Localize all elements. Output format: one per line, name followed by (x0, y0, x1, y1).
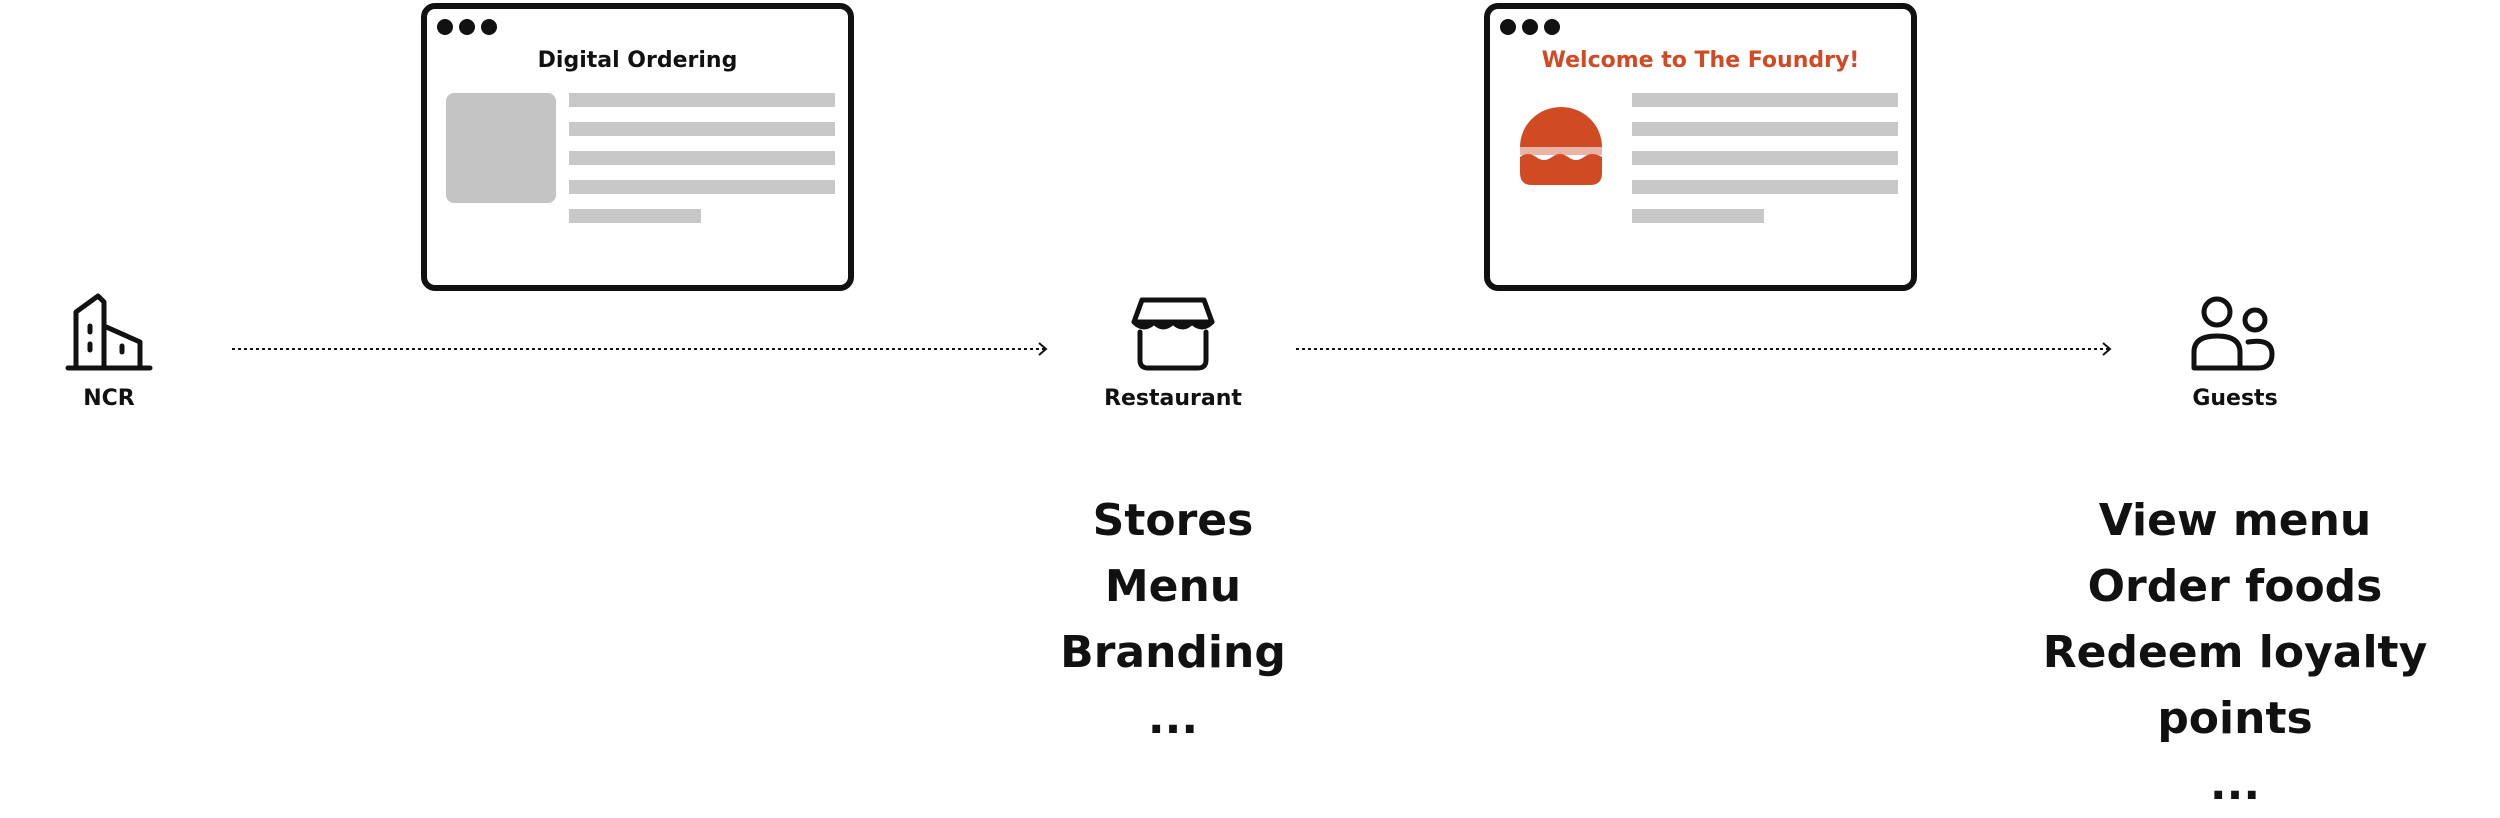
window-dot-icon (459, 19, 475, 35)
office-building-icon (65, 293, 153, 371)
window-title: Welcome to The Foundry! (1541, 48, 1860, 73)
placeholder-text-lines (569, 93, 835, 238)
restaurant-capabilities-list: Stores Menu Branding ... (913, 488, 1433, 752)
placeholder-line (569, 93, 835, 107)
placeholder-line (569, 122, 835, 136)
digital-ordering-window: Digital Ordering (421, 3, 854, 291)
list-item: Redeem loyalty points (2042, 627, 2428, 744)
users-icon (2191, 296, 2275, 371)
placeholder-line (1632, 209, 1764, 223)
window-controls (1500, 19, 1560, 35)
placeholder-image (446, 93, 556, 203)
node-label-ncr: NCR (83, 386, 135, 411)
placeholder-text-lines (1632, 93, 1898, 238)
window-dot-icon (481, 19, 497, 35)
list-item: ... (1147, 693, 1199, 744)
list-item: Stores (1092, 495, 1254, 546)
placeholder-line (569, 209, 701, 223)
window-dot-icon (1544, 19, 1560, 35)
list-item: Order foods (2087, 561, 2383, 612)
window-dot-icon (437, 19, 453, 35)
window-dot-icon (1522, 19, 1538, 35)
guest-actions-list: View menu Order foods Redeem loyalty poi… (1975, 488, 2495, 818)
list-item: ... (2209, 759, 2261, 810)
window-dot-icon (1500, 19, 1516, 35)
list-item: Branding (1060, 627, 1286, 678)
placeholder-line (569, 180, 835, 194)
node-label-guests: Guests (2192, 386, 2278, 411)
placeholder-line (1632, 93, 1898, 107)
flow-arrow (232, 342, 1048, 356)
window-controls (437, 19, 497, 35)
list-item: Menu (1104, 561, 1242, 612)
restaurant-site-window: Welcome to The Foundry! (1484, 3, 1917, 291)
node-label-restaurant: Restaurant (1104, 386, 1242, 411)
placeholder-line (569, 151, 835, 165)
list-item: View menu (2098, 495, 2372, 546)
placeholder-line (1632, 151, 1898, 165)
burger-logo-icon (1520, 107, 1602, 185)
placeholder-line (1632, 122, 1898, 136)
window-title: Digital Ordering (537, 48, 738, 73)
storefront-icon (1131, 297, 1215, 371)
placeholder-line (1632, 180, 1898, 194)
flow-arrow (1296, 342, 2112, 356)
